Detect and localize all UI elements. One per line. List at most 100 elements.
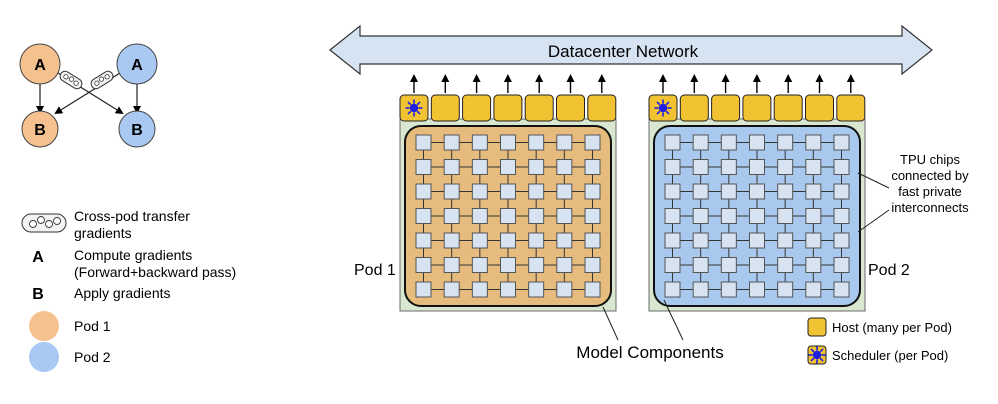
tpu-chip [720, 232, 737, 249]
tpu-chip [443, 281, 460, 298]
tpu-chip [415, 159, 432, 175]
tpu-chip [500, 232, 516, 249]
node-b-pod2 [118, 110, 156, 148]
tpu-chip [720, 183, 737, 200]
sun-ray [665, 110, 670, 115]
tpu-chip [443, 257, 460, 273]
node-a-pod1-label: A [34, 57, 46, 74]
tpu-chip [777, 134, 794, 151]
host-box [742, 94, 772, 122]
sun-ray [810, 348, 815, 353]
tpu-chip [415, 257, 432, 273]
tpu-chip [415, 281, 432, 298]
sun-ray [665, 101, 670, 106]
host-box [773, 94, 803, 122]
tpu-chip [556, 134, 573, 151]
node-b-pod2-label: B [131, 122, 143, 139]
tpu-chip [720, 281, 737, 298]
tpu-pointer-upper [857, 172, 890, 189]
tpu-chip [415, 134, 432, 151]
tpu-chip [471, 134, 488, 151]
tpu-chip [584, 159, 601, 175]
tpu-chip [528, 183, 545, 200]
sun-core [658, 103, 668, 113]
legend-a-text-line2: (Forward+backward pass) [74, 264, 236, 280]
tpu-chip [805, 183, 822, 200]
host-scheduler-legend: Host (many per Pod) Scheduler (per Pod) [807, 317, 952, 365]
legend-transfer-line1: Cross-pod transfer [74, 208, 190, 224]
tpu-chip [415, 208, 432, 224]
tpu-chip [471, 232, 488, 249]
tpu-annotation-line4: interconnects [891, 200, 969, 215]
tpu-chip [500, 257, 516, 273]
tpu-chip [500, 134, 516, 151]
tpu-chip [692, 183, 709, 200]
tpu-chip [805, 134, 822, 151]
tpu-annotation-line3: fast private [898, 184, 962, 199]
tpu-chip [805, 257, 822, 273]
model-components-annotation: Model Components [576, 299, 724, 362]
tpu-chip [584, 134, 601, 151]
tpu-chip [692, 134, 709, 151]
tpu-chip [664, 159, 681, 175]
tpu-chip [692, 257, 709, 273]
host-box [711, 94, 741, 122]
host-box [462, 94, 492, 122]
tpu-chip [833, 183, 850, 200]
tpu-chip [777, 183, 794, 200]
legend-b-key: B [32, 286, 44, 303]
tpu-chip [664, 208, 681, 224]
tpu-chip [777, 281, 794, 298]
tpu-chip [777, 208, 794, 224]
tpu-chip [584, 183, 601, 200]
tpu-chip [805, 281, 822, 298]
tpu-chip [443, 134, 460, 151]
scheduler-sun-icon [405, 99, 423, 117]
tpu-chip [556, 159, 573, 175]
cross-pod-transfer-icon [59, 70, 83, 90]
tpu-chip [556, 281, 573, 298]
tpu-chip [720, 208, 737, 224]
tpu-chip [777, 159, 794, 175]
legend-transfer-line2: gradients [74, 225, 132, 241]
tpu-chip [528, 134, 545, 151]
node-a-pod1 [19, 43, 61, 85]
tpu-chip [692, 281, 709, 298]
legend-host-label: Host (many per Pod) [832, 320, 952, 335]
pod2-label: Pod 2 [868, 262, 910, 279]
model-components-pointer-left [602, 306, 619, 341]
host-uplink-arrows [410, 74, 855, 93]
tpu-chip [471, 159, 488, 175]
tpu-chip [471, 208, 488, 224]
tpu-chip [443, 159, 460, 175]
tpu-chip [749, 134, 765, 151]
tpu-chip [805, 232, 822, 249]
tpu-chip [584, 208, 601, 224]
legend-pod2-label: Pod 2 [74, 349, 111, 365]
scheduler-icon [808, 346, 826, 364]
sun-ray [810, 357, 815, 362]
network-label: Datacenter Network [548, 42, 699, 61]
tpu-chip [415, 183, 432, 200]
host-box [524, 94, 554, 122]
legend-pod1-label: Pod 1 [74, 318, 111, 334]
tpu-chip [749, 208, 765, 224]
tpu-chip [720, 134, 737, 151]
tpu-chip [833, 232, 850, 249]
node-b-pod1 [21, 110, 59, 148]
tpu-chip [664, 281, 681, 298]
tpu-chip [749, 232, 765, 249]
tpu-chip [664, 134, 681, 151]
tpu-chip [556, 208, 573, 224]
tpu-chip [833, 134, 850, 151]
tpu-chip [833, 208, 850, 224]
tpu-chip [777, 257, 794, 273]
scheduler-sun-icon [808, 346, 826, 364]
tpu-chip [471, 281, 488, 298]
legend-b-text: Apply gradients [74, 285, 171, 301]
legend-pod2-swatch [29, 342, 59, 372]
legend-a-text-line1: Compute gradients [74, 247, 192, 263]
tpu-pointer-lower [857, 209, 890, 233]
tpu-chip [749, 183, 765, 200]
tpu-chip [777, 232, 794, 249]
